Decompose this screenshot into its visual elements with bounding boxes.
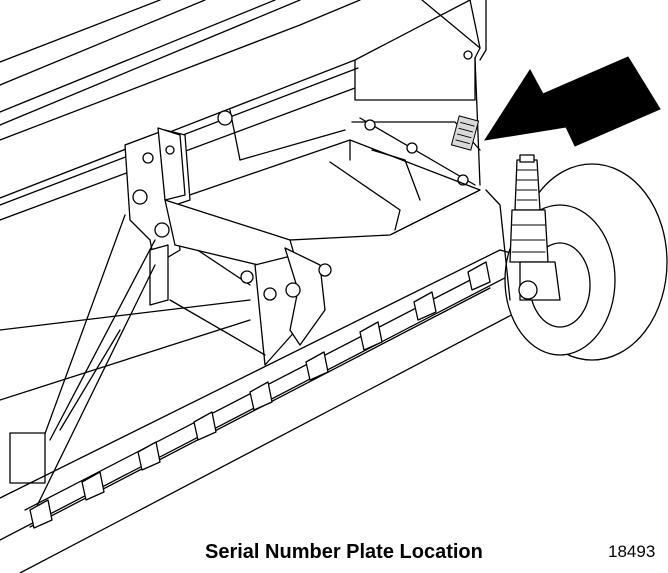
serial-number-plate	[450, 115, 480, 151]
hitch-bracket	[124, 127, 332, 366]
wheel-assembly	[485, 154, 668, 361]
tine-bars	[29, 261, 491, 529]
hopper-body	[0, 0, 487, 221]
hitch-tongue	[0, 214, 266, 511]
inner-tray	[174, 109, 481, 286]
figure-number: 18493	[608, 542, 656, 561]
figure-caption: Serial Number Plate Location	[205, 541, 483, 563]
arrow-icon	[483, 56, 661, 147]
rear-panel	[351, 57, 481, 186]
